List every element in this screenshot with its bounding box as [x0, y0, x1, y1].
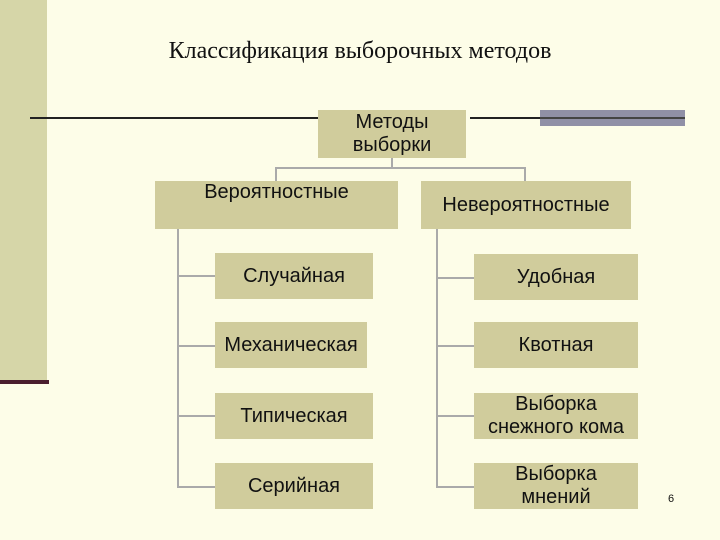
page-number: 6: [668, 493, 675, 505]
connector-branch-left-down: [275, 167, 277, 181]
side-band-bottom-line: [0, 380, 49, 384]
nonprobabilistic-item-quota: Квотная: [474, 322, 638, 368]
connector-left-item-4: [177, 486, 215, 488]
nonprobabilistic-item-snowball: Выборка снежного кома: [474, 393, 638, 439]
side-band: [0, 0, 47, 382]
probabilistic-item-serial: Серийная: [215, 463, 373, 509]
header-accent-line: [540, 117, 685, 119]
slide-title: Классификация выборочных методов: [168, 38, 552, 64]
connector-left-item-2: [177, 345, 215, 347]
connector-right-vertical: [436, 229, 438, 487]
connector-right-item-4: [436, 486, 474, 488]
connector-branch-horizontal: [275, 167, 525, 169]
nonprobabilistic-item-convenience: Удобная: [474, 254, 638, 300]
connector-left-item-3: [177, 415, 215, 417]
connector-right-item-1: [436, 277, 474, 279]
root-node: Методы выборки: [318, 110, 466, 158]
probabilistic-item-typical: Типическая: [215, 393, 373, 439]
connector-right-item-2: [436, 345, 474, 347]
connector-left-item-1: [177, 275, 215, 277]
probabilistic-item-random: Случайная: [215, 253, 373, 299]
nonprobabilistic-item-opinion: Выборка мнений: [474, 463, 638, 509]
header-rule-right: [470, 117, 540, 119]
connector-root-down: [391, 158, 393, 168]
connector-left-vertical: [177, 229, 179, 487]
connector-branch-right-down: [524, 167, 526, 181]
probabilistic-node: Вероятностные: [155, 181, 398, 229]
probabilistic-item-mechanical: Механическая: [215, 322, 367, 368]
nonprobabilistic-node: Невероятностные: [421, 181, 631, 229]
header-rule-left: [30, 117, 318, 119]
connector-right-item-3: [436, 415, 474, 417]
